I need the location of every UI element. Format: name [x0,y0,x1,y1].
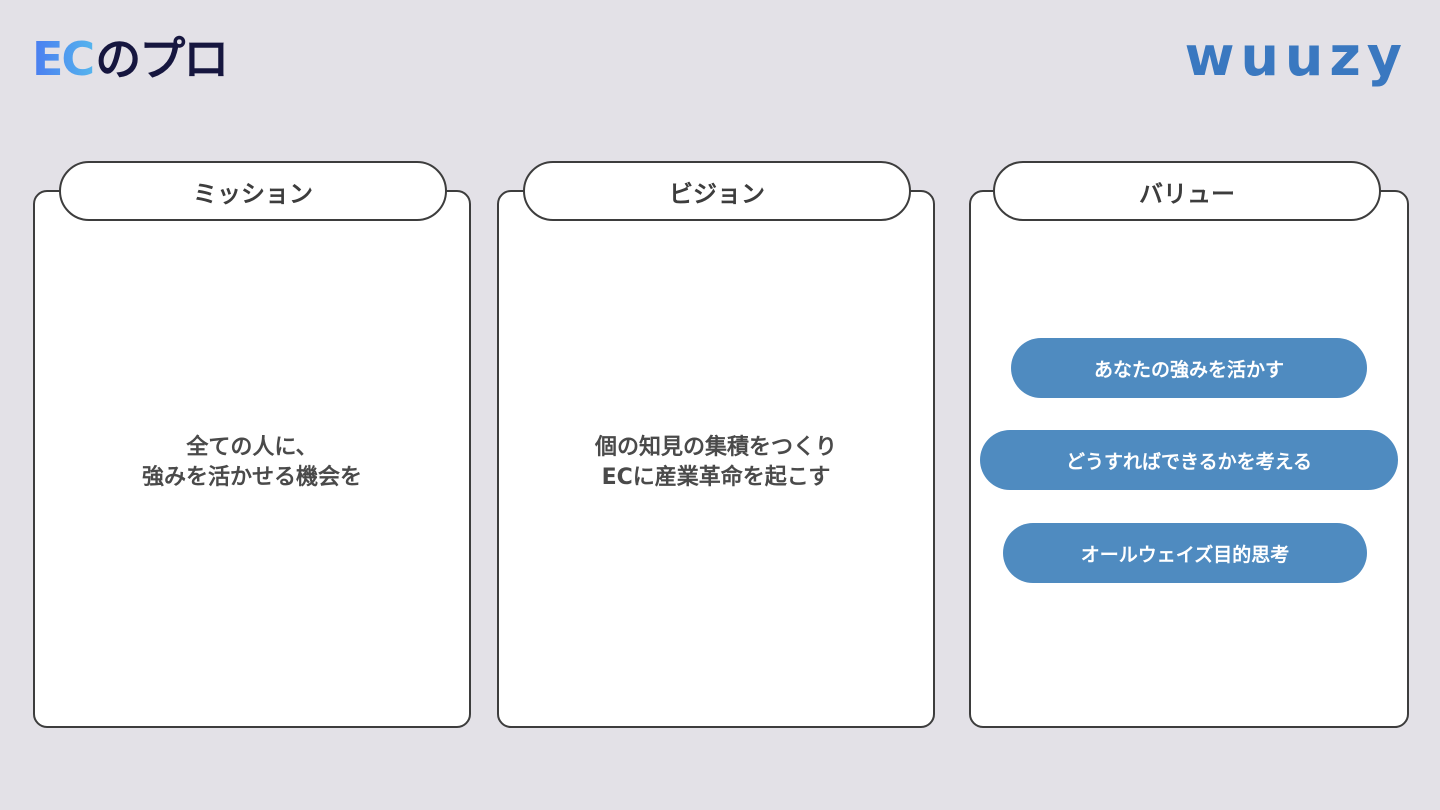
vision-statement: 個の知見の集積をつくり ECに産業革命を起こす [594,435,837,490]
value-item: あなたの強みを活かす [1011,338,1367,398]
value-tab: バリュー [993,161,1381,221]
value-item: どうすればできるかを考える [980,430,1398,490]
mission-body: 全ての人に、 強みを活かせる機会を [35,192,469,726]
mission-statement: 全ての人に、 強みを活かせる機会を [141,435,362,490]
vision-body: 個の知見の集積をつくり ECに産業革命を起こす [499,192,933,726]
vision-tab: ビジョン [523,161,911,221]
vision-card: 個の知見の集積をつくり ECに産業革命を起こす [497,190,935,728]
logo-ec-text: EC [32,32,95,86]
value-item: オールウェイズ目的思考 [1003,523,1367,583]
wuuzy-logo: wuuzy [1184,25,1408,88]
mission-tab: ミッション [59,161,447,221]
logo-no-pro-text: のプロ [95,32,229,86]
mission-card: 全ての人に、 強みを活かせる機会を [33,190,471,728]
